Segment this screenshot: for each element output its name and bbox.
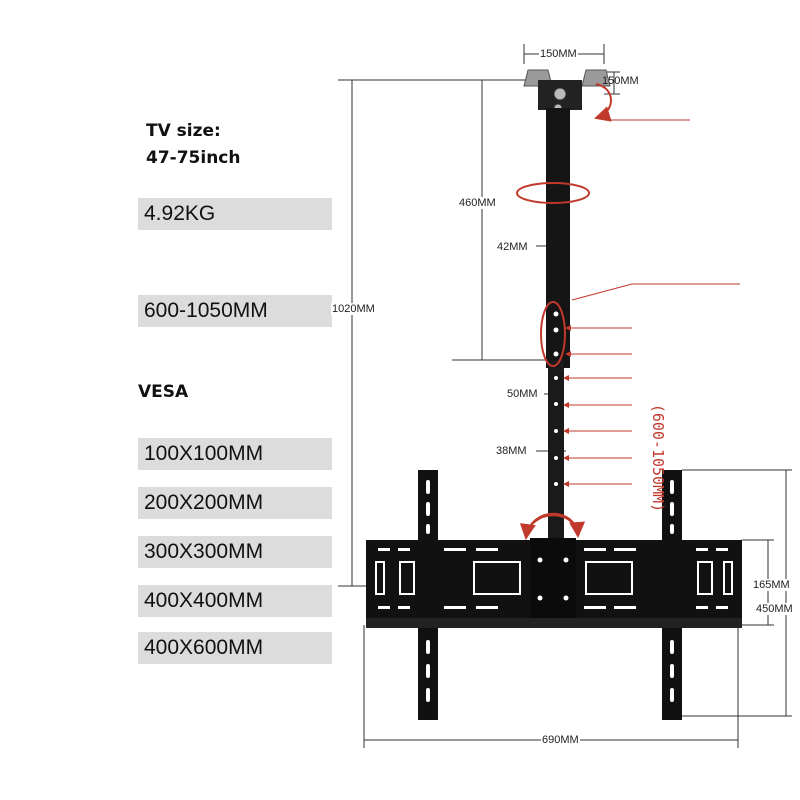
dim-bracket-width: 690MM <box>541 734 580 746</box>
tv-size-heading: TV size: 47-75inch <box>146 118 240 172</box>
dim-hole-spacing-low: 38MM <box>496 445 527 457</box>
adjust-range-text: (600-1050MM) <box>649 403 667 513</box>
tv-bracket <box>366 470 742 720</box>
vesa-pattern-400x400: 400X400MM <box>138 585 332 617</box>
bracket-slots <box>375 480 733 702</box>
length-range-spec: 600-1050MM <box>138 295 332 327</box>
vesa-pattern-200x200: 200X200MM <box>138 487 332 519</box>
dim-plate-height: 165MM <box>752 579 791 591</box>
thin-red-leader <box>571 119 740 301</box>
dim-hole-spacing-mid: 50MM <box>507 388 538 400</box>
vesa-pattern-100x100: 100X100MM <box>138 438 332 470</box>
dim-upper-pole: 460MM <box>458 197 497 209</box>
dim-top-depth: 150MM <box>602 75 639 87</box>
dim-top-width: 150MM <box>539 48 578 60</box>
ceiling-plate <box>523 69 611 113</box>
weight-spec: 4.92KG <box>138 198 332 230</box>
tv-size-label: TV size: <box>146 121 221 141</box>
adjustment-indicators <box>516 83 612 540</box>
adjust-range-label: (600-1050MM) <box>648 399 668 517</box>
vesa-heading: VESA <box>138 382 189 402</box>
dim-total-height: 1020MM <box>331 303 376 315</box>
pin-arrows <box>563 325 632 487</box>
vesa-pattern-300x300: 300X300MM <box>138 536 332 568</box>
vesa-pattern-400x600: 400X600MM <box>138 632 332 664</box>
tv-size-value: 47-75inch <box>146 148 241 168</box>
mount-pole <box>546 108 570 540</box>
dim-hole-spacing-top: 42MM <box>497 241 528 253</box>
dim-bracket-height: 450MM <box>755 603 794 615</box>
